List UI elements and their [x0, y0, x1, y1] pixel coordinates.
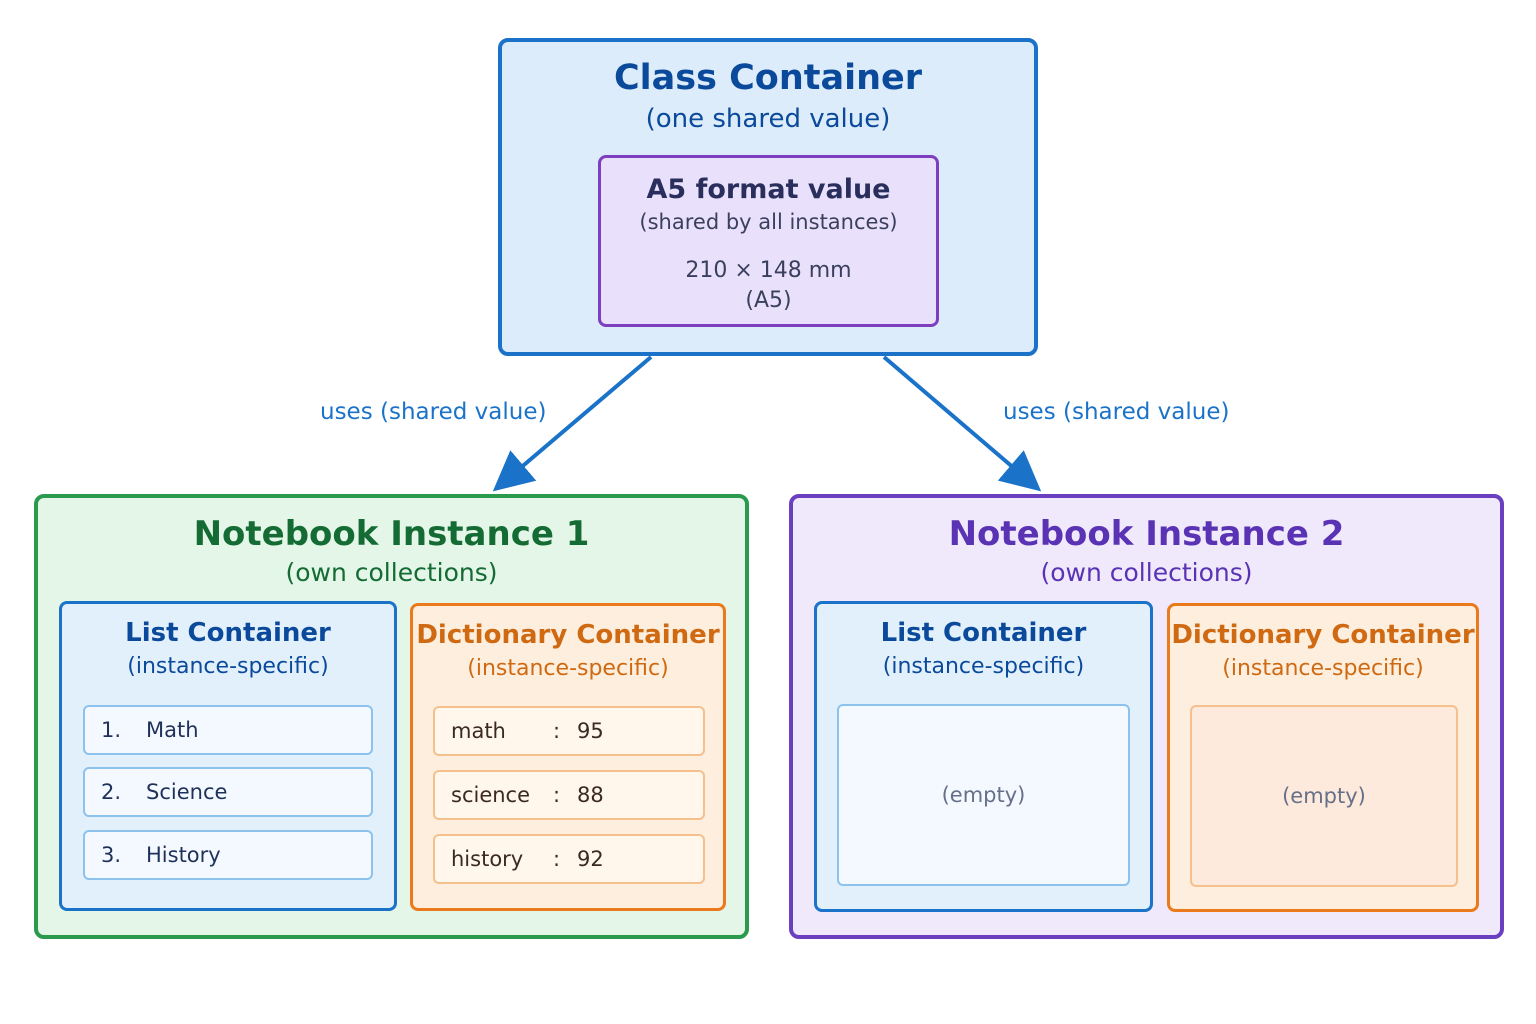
value-format: (A5): [745, 288, 792, 313]
list-item-index: 1.: [101, 718, 122, 742]
arrow-label-left: uses (shared value): [320, 399, 547, 425]
list-item-label: History: [146, 843, 221, 867]
dict-key: history: [451, 847, 524, 871]
empty-list-text: (empty): [941, 783, 1026, 807]
list-container-subtitle: (instance-specific): [127, 654, 329, 679]
dict-entry: science : 88: [433, 770, 705, 820]
a5-value-box: A5 format value (shared by all instances…: [598, 155, 939, 327]
dictionary-container-subtitle: (instance-specific): [1222, 656, 1424, 681]
empty-dictionary-text: (empty): [1282, 784, 1366, 808]
dict-separator: :: [553, 847, 561, 871]
value-title: A5 format value: [646, 174, 891, 205]
list-item-index: 2.: [101, 780, 122, 804]
instance-2-title: Notebook Instance 2: [948, 514, 1345, 554]
dict-value: 95: [577, 719, 604, 743]
dict-value: 88: [577, 783, 604, 807]
list-item: 2. Science: [83, 767, 373, 817]
list-item-index: 3.: [101, 843, 122, 867]
instance-1-title: Notebook Instance 1: [193, 514, 590, 554]
arrow-label-right: uses (shared value): [1003, 399, 1230, 425]
list-item-label: Math: [146, 718, 199, 742]
list-container-title: List Container: [880, 618, 1087, 648]
value-subtitle: (shared by all instances): [639, 210, 898, 234]
class-container-subtitle: (one shared value): [645, 104, 891, 134]
dict-separator: :: [553, 783, 561, 807]
list-item: 3. History: [83, 830, 373, 880]
dict-entry: math : 95: [433, 706, 705, 756]
empty-dictionary-area: (empty): [1190, 705, 1458, 887]
list-item-label: Science: [146, 780, 228, 804]
instance-2-subtitle: (own collections): [1040, 558, 1253, 587]
class-container-title: Class Container: [613, 58, 923, 98]
empty-list-area: (empty): [837, 704, 1130, 886]
list-container-title: List Container: [125, 618, 331, 648]
list-item: 1. Math: [83, 705, 373, 755]
list-container-subtitle: (instance-specific): [882, 654, 1085, 679]
instance-1-subtitle: (own collections): [285, 558, 498, 587]
dict-key: science: [451, 783, 531, 807]
dictionary-container-title: Dictionary Container: [1171, 620, 1475, 650]
dict-entry: history : 92: [433, 834, 705, 884]
dictionary-container-subtitle: (instance-specific): [467, 656, 669, 681]
value-dimensions: 210 × 148 mm: [685, 258, 852, 283]
dictionary-container-title: Dictionary Container: [416, 620, 720, 650]
dict-key: math: [451, 719, 506, 743]
dict-value: 92: [577, 847, 604, 871]
dict-separator: :: [553, 719, 561, 743]
